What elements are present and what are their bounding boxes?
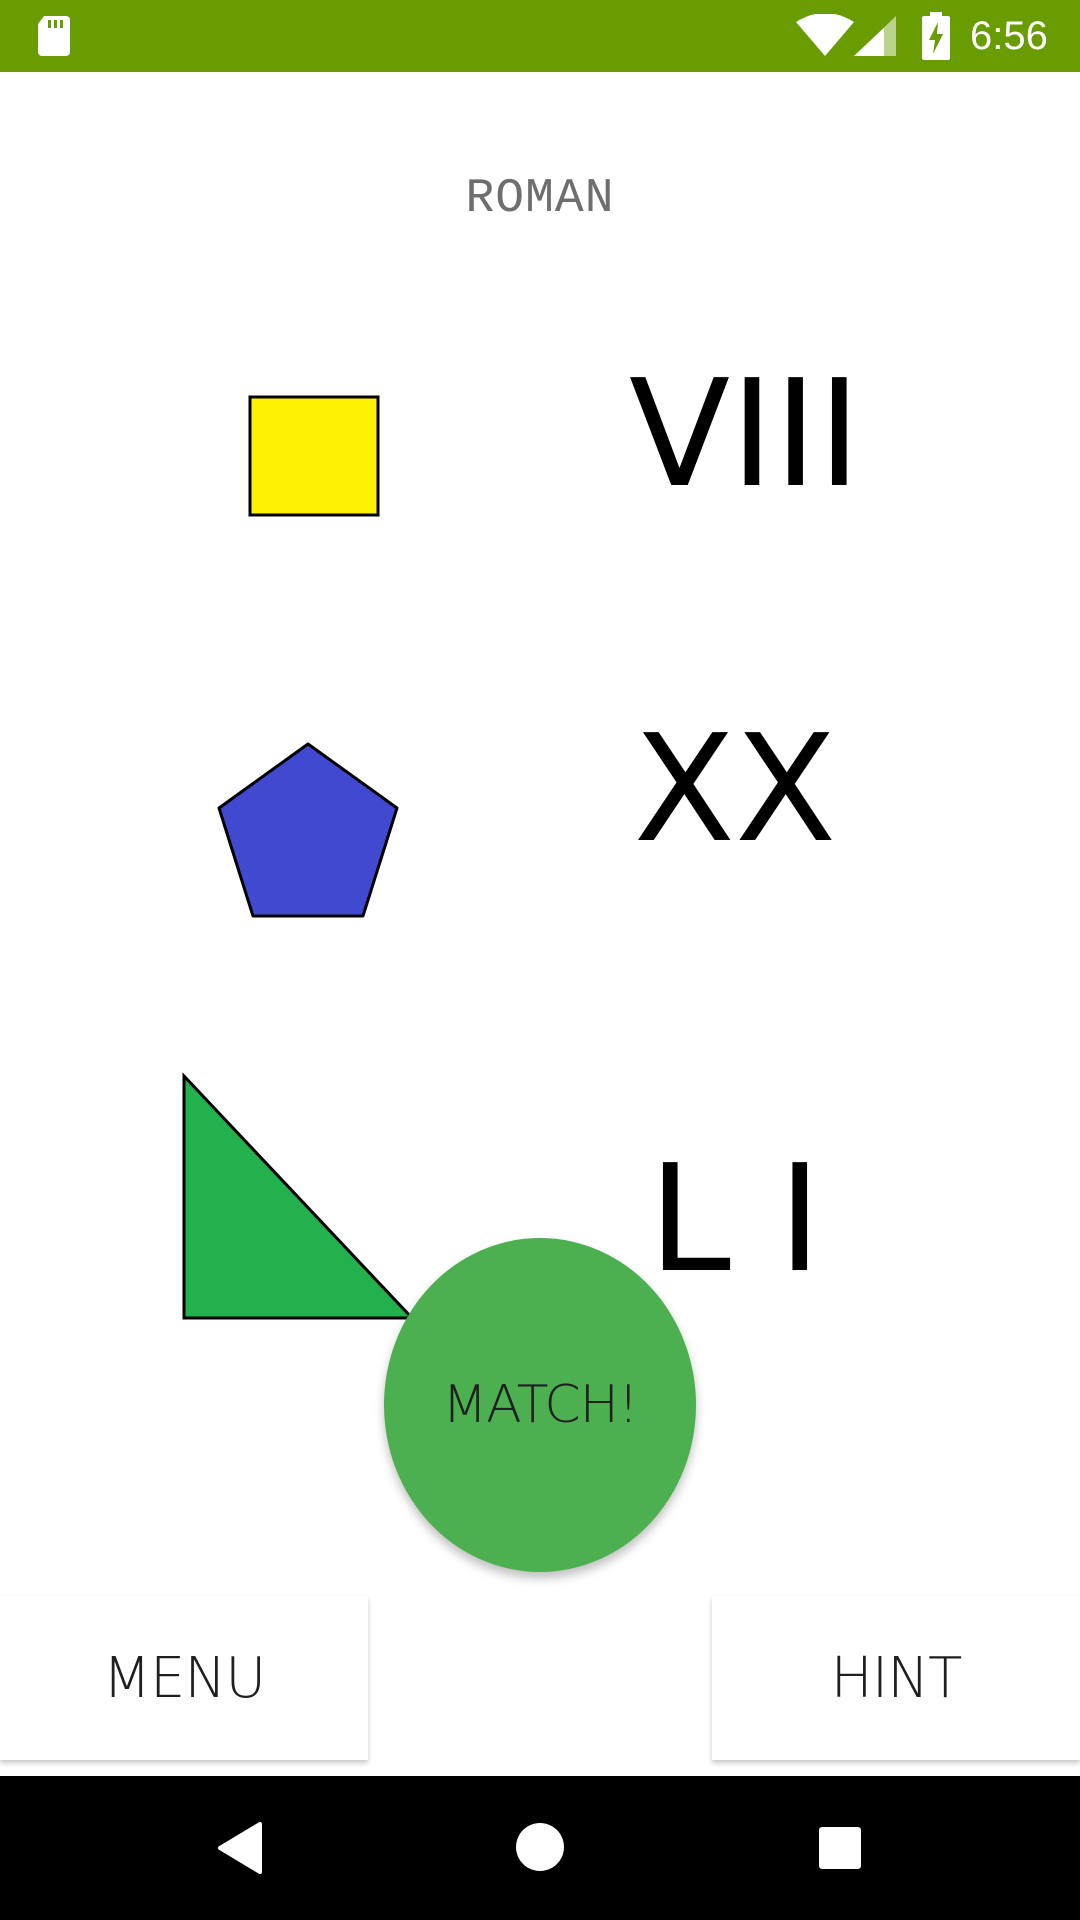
navigation-bar [0,1776,1080,1920]
recents-icon[interactable] [818,1826,862,1870]
match-button[interactable]: MATCH! [384,1238,696,1572]
hint-button-label: HINT [830,1645,963,1711]
right-triangle-shape[interactable] [180,1072,416,1322]
menu-button[interactable]: MENU [0,1596,368,1760]
menu-button-label: MENU [102,1645,267,1711]
page-title: ROMAN [465,172,615,226]
sd-card-icon [38,16,70,56]
battery-charging-icon [922,12,950,60]
status-clock: 6:56 [970,14,1048,58]
numeral-option-2[interactable]: XX [633,703,837,875]
square-shape[interactable] [248,395,380,517]
status-bar: 6:56 [0,0,1080,72]
signal-icon [854,16,896,56]
wifi-icon [796,14,854,56]
home-icon[interactable] [515,1822,565,1872]
back-icon[interactable] [216,1822,264,1874]
numeral-option-1[interactable]: VIII [628,348,862,520]
hint-button[interactable]: HINT [712,1596,1080,1760]
numeral-option-3[interactable]: L I [648,1133,822,1305]
pentagon-shape[interactable] [215,740,401,920]
match-button-label: MATCH! [442,1375,638,1435]
